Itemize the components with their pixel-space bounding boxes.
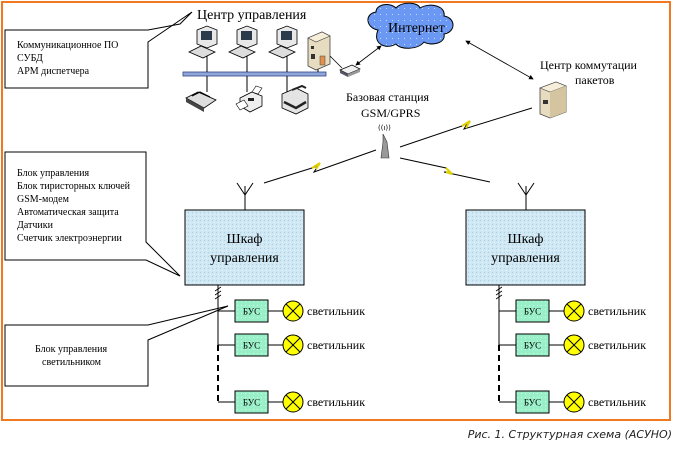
- cabinet-title-line2: управления: [210, 251, 279, 266]
- figure-caption: Рис. 1. Структурная схема (АСУНО): [467, 428, 672, 441]
- callout-line: GSM-модем: [17, 194, 70, 205]
- lamp-unit: БУС светильник: [499, 390, 646, 414]
- control-center-label: Центр управления: [197, 8, 307, 23]
- computer-icon: [228, 25, 258, 59]
- packet-server-icon: [539, 81, 567, 119]
- internet-packet-link: [465, 40, 534, 80]
- lamp-label: светильник: [307, 304, 365, 318]
- antenna-tower-icon: ((ı)): [378, 124, 391, 159]
- server-icon: [307, 31, 331, 71]
- base-station-label-line2: GSM/GPRS: [361, 106, 420, 120]
- lamp-icon: [563, 300, 585, 322]
- bus-unit-label: БУС: [243, 307, 260, 317]
- callout-line: Блок управления: [17, 168, 89, 179]
- cabinet-title-line1: Шкаф: [227, 232, 263, 247]
- bus-unit-label: БУС: [524, 341, 541, 351]
- cabinet-title-line2: управления: [491, 251, 560, 266]
- packet-center-label-line1: Центр коммутации: [540, 58, 638, 72]
- callout-line: Коммуникационное ПО: [17, 40, 118, 51]
- lamp-unit: БУС светильник: [218, 390, 365, 414]
- internet-label: Интернет: [388, 21, 445, 36]
- bus-unit-label: БУС: [243, 398, 260, 408]
- wireless-links: [263, 107, 533, 184]
- lamp-unit: БУС светильник: [218, 333, 365, 357]
- lamp-unit: БУС светильник: [499, 299, 646, 323]
- modem-internet-link: [355, 45, 382, 66]
- control-center-callout: Коммуникационное ПО СУБД АРМ диспетчера: [4, 11, 193, 89]
- callout-line: СУБД: [17, 53, 43, 64]
- computer-icon: [188, 25, 218, 59]
- callout-line: АРМ диспетчера: [17, 66, 90, 77]
- bus-unit-label: БУС: [524, 307, 541, 317]
- lamp-unit-callout: Блок управления светильником: [4, 305, 229, 387]
- lamp-icon: [282, 334, 304, 356]
- callout-line: Блок тиристорных ключей: [17, 181, 131, 192]
- lamp-icon: [282, 391, 304, 413]
- lamp-label: светильник: [588, 304, 646, 318]
- cabinet-box: [184, 209, 305, 286]
- cabinet-box: [465, 209, 586, 286]
- internet-cloud-icon: [367, 2, 454, 49]
- lan-bus: [182, 71, 327, 77]
- cabinet-title-line1: Шкаф: [508, 232, 544, 247]
- scanner-icon: [185, 91, 217, 112]
- packet-center-label-line2: пакетов: [575, 73, 615, 87]
- cabinet-callout: Блок управления Блок тиристорных ключей …: [4, 151, 181, 277]
- svg-text:((ı)): ((ı)): [378, 124, 391, 132]
- lamp-icon: [563, 334, 585, 356]
- bus-unit-label: БУС: [524, 398, 541, 408]
- callout-line: Датчики: [17, 220, 54, 231]
- lamp-unit: БУС светильник: [218, 299, 365, 323]
- bus-unit-label: БУС: [243, 341, 260, 351]
- callout-line: Блок управления: [35, 344, 107, 355]
- lamp-label: светильник: [307, 338, 365, 352]
- callout-line: Автоматическая защита: [17, 207, 119, 218]
- lamp-unit: БУС светильник: [499, 333, 646, 357]
- lamp-icon: [563, 391, 585, 413]
- computer-icon: [268, 25, 298, 59]
- lamp-label: светильник: [588, 395, 646, 409]
- printer-icon: [235, 85, 263, 113]
- laser-printer-icon: [281, 84, 309, 115]
- callout-line: светильником: [42, 357, 102, 368]
- modem-icon: [339, 64, 361, 77]
- lamp-label: светильник: [588, 338, 646, 352]
- lamp-label: светильник: [307, 395, 365, 409]
- callout-line: Счетчик электроэнергии: [17, 233, 123, 244]
- lamp-icon: [282, 300, 304, 322]
- base-station-label-line1: Базовая станция: [346, 90, 430, 104]
- diagram-frame: [1, 1, 671, 421]
